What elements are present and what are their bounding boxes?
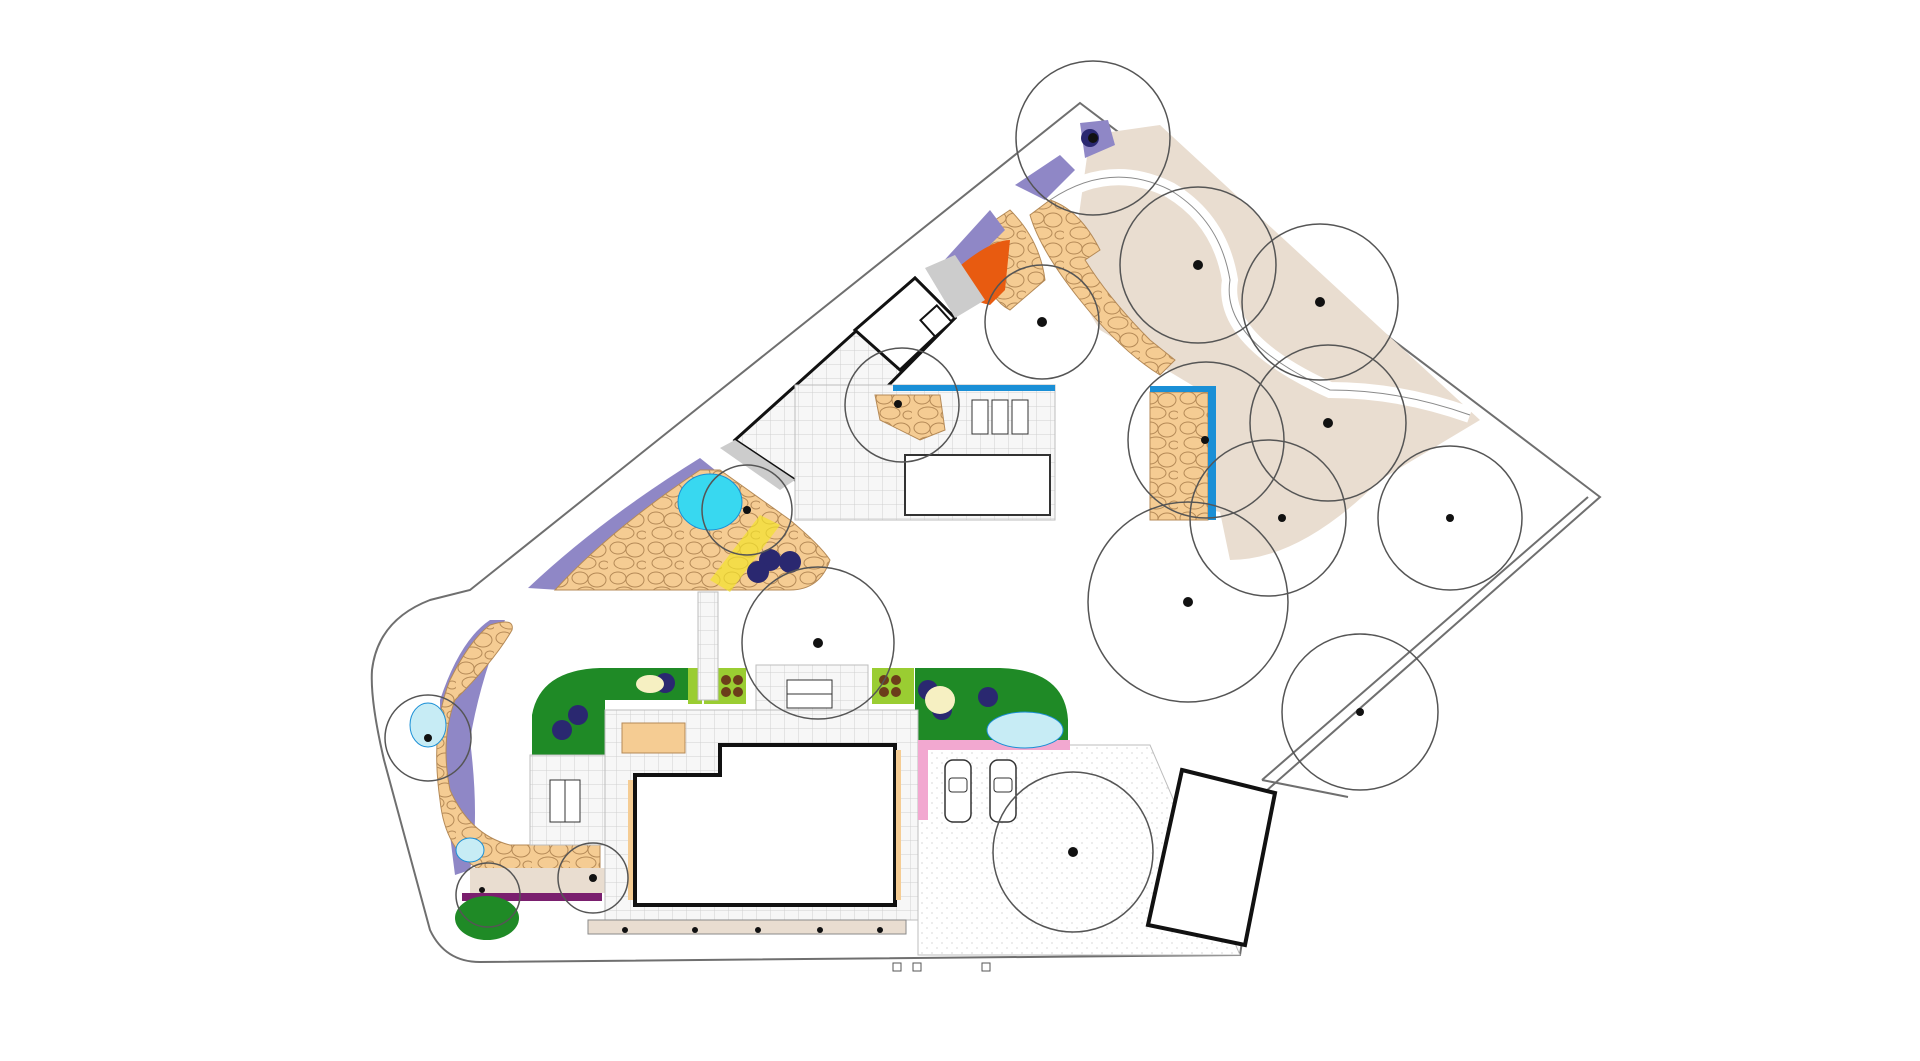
pergola-south bbox=[587, 919, 907, 935]
yellow-steps bbox=[710, 515, 780, 592]
main-house bbox=[633, 743, 897, 907]
tree-canopy-icon bbox=[1281, 633, 1439, 791]
gravel-strip-south bbox=[470, 868, 605, 893]
tree-canopies bbox=[384, 60, 1523, 933]
stepping-stones bbox=[697, 591, 719, 701]
purple-edge-strip bbox=[462, 893, 602, 901]
stone-bed-northeast bbox=[1029, 199, 1176, 376]
pool-stone-corner bbox=[874, 394, 946, 441]
tree-canopy-icon bbox=[992, 771, 1154, 933]
water-feature-east bbox=[986, 711, 1064, 749]
car-icon bbox=[989, 759, 1017, 823]
garage bbox=[1145, 767, 1278, 948]
stone-bed-east bbox=[1149, 391, 1209, 521]
guest-house-access-strip-north bbox=[925, 255, 985, 318]
lavender-strip-2 bbox=[1015, 155, 1075, 200]
tree-canopy-icon bbox=[1377, 445, 1523, 591]
water-feature-west bbox=[677, 473, 743, 531]
tree-canopy-icon bbox=[1087, 501, 1289, 703]
pool-edge-east bbox=[1208, 388, 1216, 520]
house-edge-east bbox=[896, 750, 901, 900]
water-feature-south bbox=[455, 837, 485, 863]
tree-canopy-icon bbox=[1189, 439, 1347, 597]
pale-planting-left bbox=[636, 675, 664, 693]
tree-canopy-icon bbox=[844, 347, 960, 463]
tree-canopy-icon bbox=[1127, 361, 1285, 519]
gate-post bbox=[892, 962, 902, 972]
sun-lounger-icon bbox=[971, 399, 1029, 435]
tree-canopy-icon bbox=[384, 694, 472, 782]
garden-path-north-edge bbox=[1049, 176, 1471, 416]
lavender-strip-west bbox=[528, 458, 715, 590]
tree-canopy-icon bbox=[741, 566, 895, 720]
pool-edge-east-top bbox=[1150, 386, 1216, 392]
tree-canopy-icon bbox=[1249, 344, 1407, 502]
tree-canopy-icon bbox=[455, 862, 521, 928]
tree-canopy-icon bbox=[984, 264, 1100, 380]
house-edge-west bbox=[628, 780, 633, 900]
guest-house-bathroom bbox=[919, 304, 953, 338]
swimming-pool bbox=[904, 454, 1051, 516]
tree-canopy-icon bbox=[701, 464, 793, 556]
tree-canopy-icon bbox=[1241, 223, 1399, 381]
tree-canopy-icon bbox=[1119, 186, 1277, 344]
sun-deck bbox=[621, 722, 686, 754]
pool-edge-north bbox=[893, 385, 1055, 391]
dining-table-icon bbox=[549, 779, 581, 823]
site-boundary-inner bbox=[1261, 496, 1589, 781]
pale-planting-right bbox=[925, 686, 955, 714]
driveway-edge bbox=[1261, 779, 1349, 798]
planter-box-right bbox=[872, 668, 914, 704]
gate-post bbox=[912, 962, 922, 972]
water-feature-southwest bbox=[409, 702, 447, 748]
guest-house-access-strip bbox=[720, 440, 795, 490]
gravel-bed-north bbox=[1070, 125, 1480, 560]
tree-canopy-icon bbox=[1015, 60, 1171, 216]
pink-edge-strip bbox=[918, 740, 1070, 820]
car-icon bbox=[944, 759, 972, 823]
dining-table-icon bbox=[786, 679, 833, 709]
tree-trunks bbox=[424, 133, 1454, 933]
gate-post bbox=[981, 962, 991, 972]
tree-canopy-icon bbox=[557, 842, 629, 914]
hedge-southwest bbox=[455, 896, 519, 940]
